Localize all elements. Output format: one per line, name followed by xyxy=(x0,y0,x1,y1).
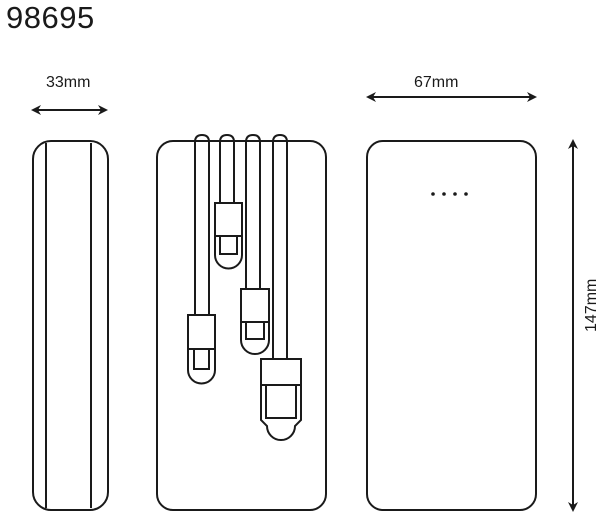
cable-2 xyxy=(214,133,243,270)
cable-1 xyxy=(187,133,216,385)
back-view xyxy=(366,140,537,511)
product-number: 98695 xyxy=(6,0,95,35)
front-view xyxy=(156,133,327,511)
cable-3 xyxy=(240,133,270,355)
width-label: 67mm xyxy=(414,74,459,91)
indicator-dots xyxy=(431,192,468,196)
cable-4 xyxy=(260,133,302,441)
side-view xyxy=(32,140,109,511)
thickness-label: 33mm xyxy=(46,74,91,91)
